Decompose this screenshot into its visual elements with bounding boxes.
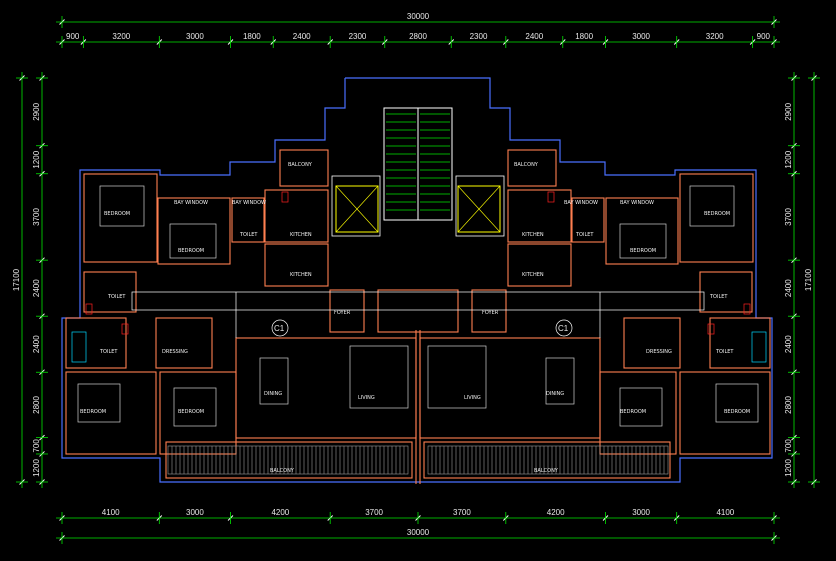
stair-core: [331, 107, 505, 237]
label-foyer-2: FOYER: [482, 310, 499, 316]
label-toilet-4: TOILET: [709, 294, 728, 300]
dim-value: 2400: [784, 279, 793, 297]
label-toilet-2: TOILET: [575, 232, 594, 238]
label-bay-window-1: BAY WINDOW: [174, 200, 208, 206]
label-bedroom-8: BEDROOM: [620, 409, 646, 415]
label-balcony-2: BALCONY: [514, 162, 539, 168]
dim-value: 3000: [186, 32, 204, 41]
dim-overall-top-value: 30000: [407, 12, 430, 21]
label-living-2: LIVING: [464, 395, 481, 401]
dim-value: 4100: [102, 508, 120, 517]
dim-value: 4200: [271, 508, 289, 517]
label-toilet-3: TOILET: [107, 294, 126, 300]
dim-value: 3700: [784, 207, 793, 225]
dim-value: 3000: [632, 32, 650, 41]
label-bay-window-3: BAY WINDOW: [564, 200, 598, 206]
dim-value: 3700: [32, 207, 41, 225]
label-toilet-1: TOILET: [239, 232, 258, 238]
dim-value: 900: [757, 32, 771, 41]
dim-value: 2400: [293, 32, 311, 41]
dim-overall-right-value: 17100: [804, 268, 813, 291]
label-kitchen-2: KITCHEN: [522, 232, 544, 238]
dim-value: 3700: [453, 508, 471, 517]
label-toilet-5: TOILET: [99, 349, 118, 355]
dim-value: 900: [66, 32, 80, 41]
label-kitchen-4: KITCHEN: [522, 272, 544, 278]
dim-value: 2400: [784, 335, 793, 353]
dim-value: 1200: [32, 150, 41, 168]
dim-value: 3200: [112, 32, 130, 41]
dim-value: 1200: [32, 459, 41, 477]
dim-value: 4200: [547, 508, 565, 517]
marker-c1-right: C1: [558, 324, 569, 333]
dim-value: 2300: [470, 32, 488, 41]
label-foyer-1: FOYER: [334, 310, 351, 316]
label-bedroom-3: BEDROOM: [178, 248, 204, 254]
marker-c1-left: C1: [274, 324, 285, 333]
label-toilet-6: TOILET: [715, 349, 734, 355]
dim-value: 700: [32, 439, 41, 453]
label-bay-window-2: BAY WINDOW: [232, 200, 266, 206]
dim-value: 2400: [32, 279, 41, 297]
dim-value: 2800: [784, 395, 793, 413]
dim-value: 2800: [409, 32, 427, 41]
dim-value: 3700: [365, 508, 383, 517]
dim-value: 3200: [706, 32, 724, 41]
label-balcony-1: BALCONY: [288, 162, 313, 168]
label-bay-window-4: BAY WINDOW: [620, 200, 654, 206]
dim-overall-left-value: 17100: [12, 268, 21, 291]
label-dining-1: DINING: [264, 391, 282, 397]
dimension-lines: 30000 900 3200 3000 1800 2400 2300 2800 2300 2400…: [12, 12, 820, 544]
corridor: [131, 291, 705, 338]
label-kitchen-1: KITCHEN: [290, 232, 312, 238]
dim-value: 3000: [632, 508, 650, 517]
label-bedroom-4: BEDROOM: [630, 248, 656, 254]
dim-value: 1200: [784, 150, 793, 168]
dim-value: 1800: [243, 32, 261, 41]
balconies: [167, 445, 669, 475]
building-outline: [61, 77, 773, 483]
dim-overall-bottom-value: 30000: [407, 528, 430, 537]
label-bedroom-1: BEDROOM: [104, 211, 130, 217]
dim-value: 3000: [186, 508, 204, 517]
label-balcony-4: BALCONY: [534, 468, 559, 474]
dim-value: 700: [784, 439, 793, 453]
label-living-1: LIVING: [358, 395, 375, 401]
label-bedroom-6: BEDROOM: [724, 409, 750, 415]
label-dressing-1: DRESSING: [162, 349, 188, 355]
label-kitchen-3: KITCHEN: [290, 272, 312, 278]
dim-value: 1200: [784, 459, 793, 477]
walls: [65, 149, 771, 484]
label-balcony-3: BALCONY: [270, 468, 295, 474]
room-labels: BEDROOM BEDROOM BEDROOM BEDROOM BEDROOM …: [80, 162, 750, 474]
furniture: [71, 185, 767, 427]
dim-value: 2900: [784, 102, 793, 120]
label-dressing-2: DRESSING: [646, 349, 672, 355]
label-bedroom-5: BEDROOM: [80, 409, 106, 415]
dim-value: 2900: [32, 102, 41, 120]
dim-value: 2400: [525, 32, 543, 41]
dim-value: 2800: [32, 395, 41, 413]
dim-value: 2400: [32, 335, 41, 353]
label-bedroom-7: BEDROOM: [178, 409, 204, 415]
label-bedroom-2: BEDROOM: [704, 211, 730, 217]
dim-value: 1800: [575, 32, 593, 41]
label-dining-2: DINING: [546, 391, 564, 397]
dim-value: 4100: [716, 508, 734, 517]
dim-value: 2300: [349, 32, 367, 41]
